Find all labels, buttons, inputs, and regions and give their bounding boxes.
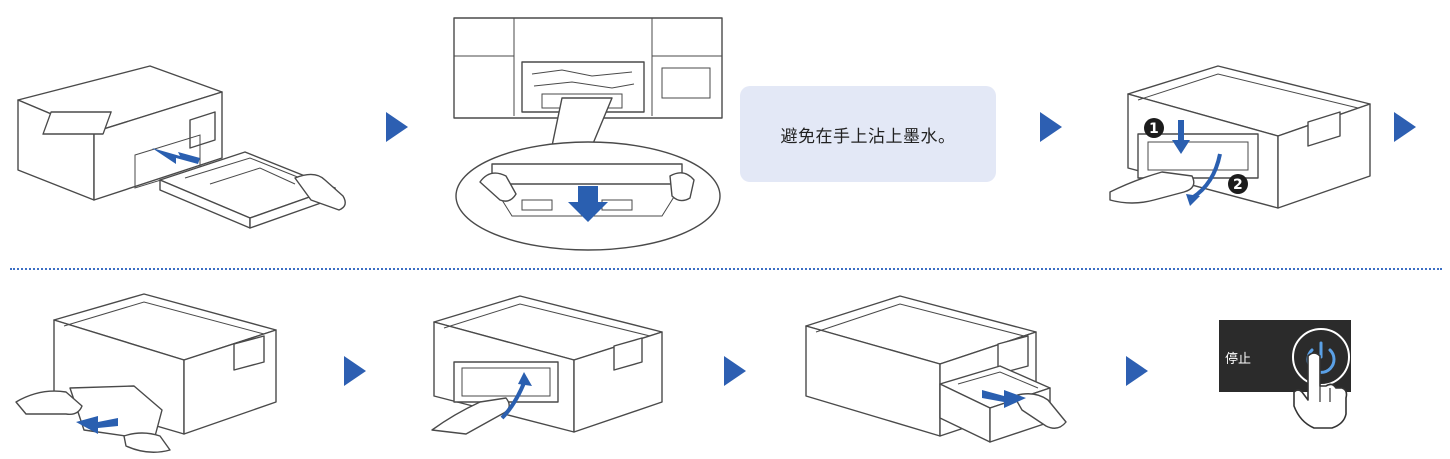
step-badge-1: 1 (1149, 121, 1159, 137)
next-arrow-icon (724, 356, 746, 386)
step-badge-2: 2 (1233, 177, 1243, 193)
note-text: 避免在手上沾上墨水。 (780, 126, 956, 147)
pointing-hand-icon (1293, 352, 1348, 429)
row-divider (10, 268, 1442, 270)
next-arrow-icon (1394, 112, 1416, 142)
step5-close-back-cover-illustration (431, 295, 663, 435)
step6-insert-tray-illustration (805, 295, 1067, 443)
next-arrow-icon (344, 356, 366, 386)
ink-warning-note: 避免在手上沾上墨水。 (740, 86, 996, 182)
stop-label: 停止 (1225, 352, 1252, 367)
step2-remove-jammed-paper-illustration (453, 17, 723, 251)
step3-open-back-cover-illustration: 1 2 (1109, 65, 1371, 209)
step4-pull-out-paper-illustration (15, 293, 277, 453)
next-arrow-icon (386, 112, 408, 142)
next-arrow-icon (1040, 112, 1062, 142)
next-arrow-icon (1126, 356, 1148, 386)
step1-remove-tray-illustration (17, 65, 346, 229)
